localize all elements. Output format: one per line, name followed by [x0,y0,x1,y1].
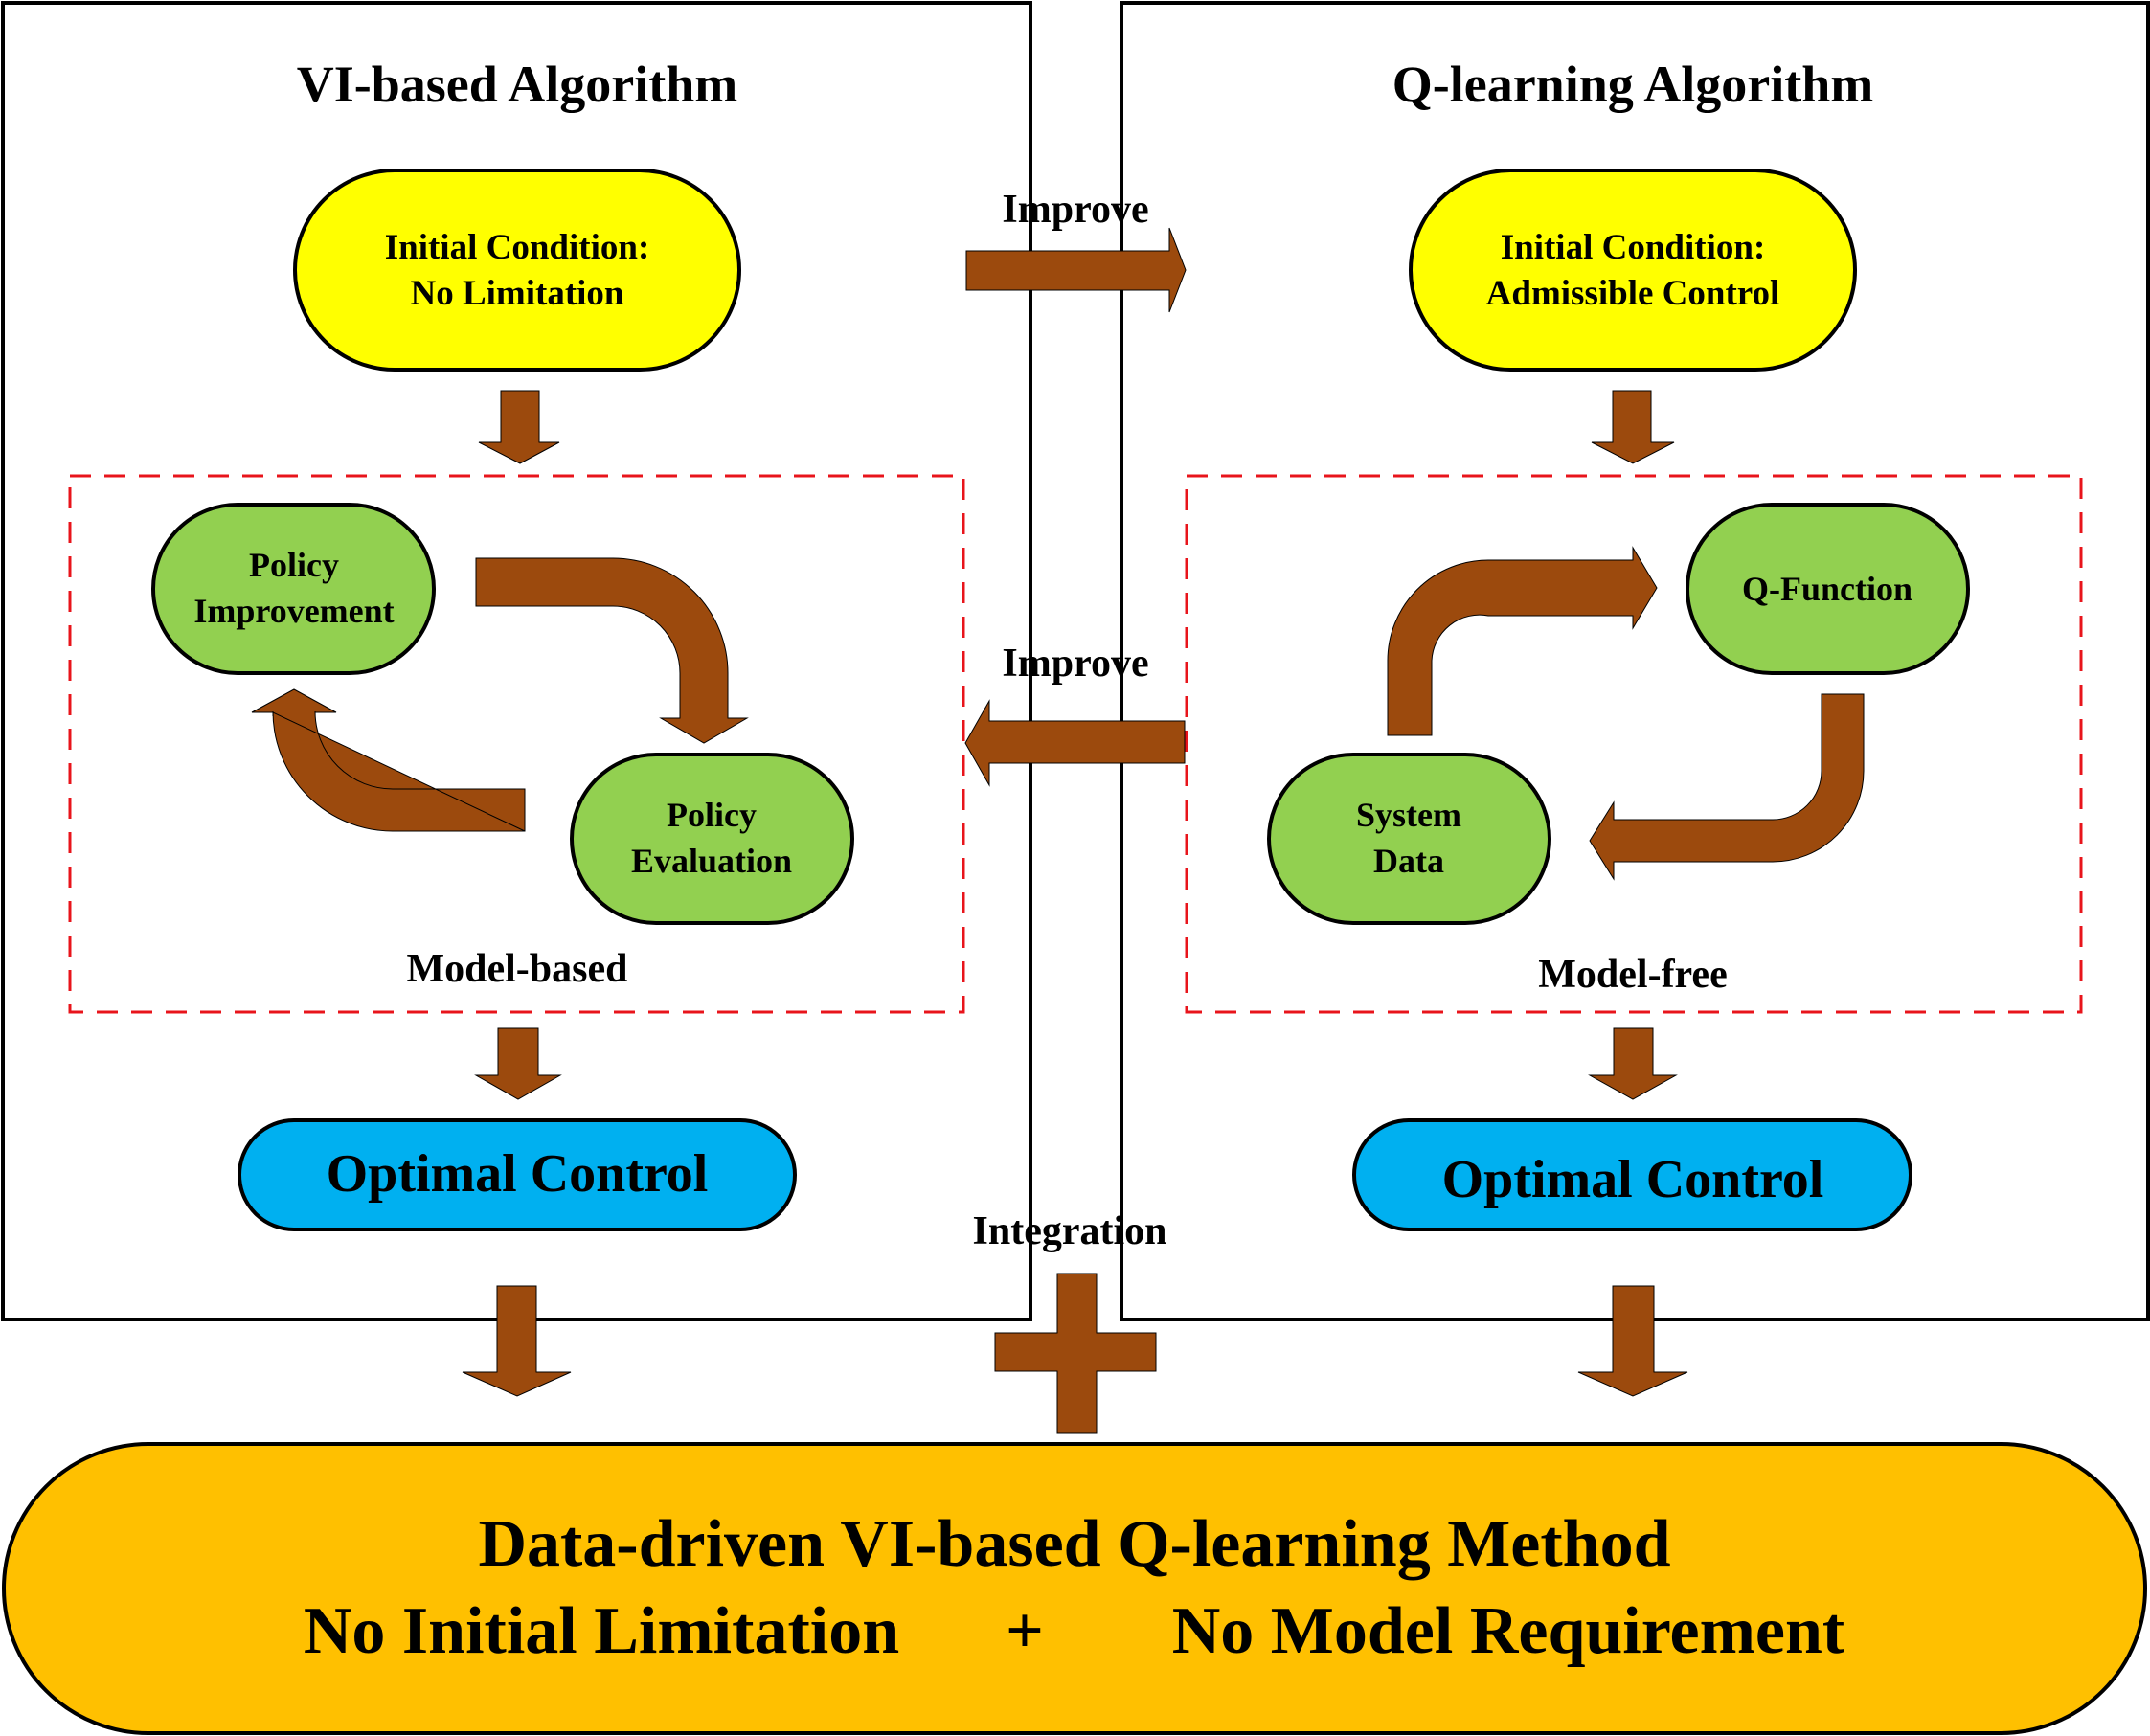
integration-plus-sign [994,1273,1157,1434]
right-optimal-control [1352,1118,1912,1231]
improvement-to-evaluation-arrow [475,557,749,744]
bottom-right-benefit: No Model Requirement [1172,1594,1845,1668]
bottom-plus: + [1006,1594,1044,1668]
system-data-node [1267,753,1551,925]
integration-label: Integration [973,1209,1167,1253]
model-based-region [68,474,965,1014]
left-initial-condition-line2: No Limitation [410,274,623,313]
right-down-arrow-2 [1588,1027,1678,1100]
left-optimal-control-label: Optimal Control [327,1144,709,1204]
evaluation-to-improvement-arrow [251,688,526,832]
left-down-arrow-1 [478,390,560,464]
model-free-label: Model-free [1538,953,1727,997]
bottom-method-box [2,1442,2147,1735]
left-initial-condition-line1: Initial Condition: [385,228,650,267]
q-function-to-system-data-arrow [1589,693,1865,881]
left-optimal-control [238,1118,797,1231]
policy-evaluation-line2: Evaluation [631,842,792,880]
model-based-label: Model-based [407,947,628,991]
improve-left-arrow [964,699,1186,787]
left-down-arrow-2 [474,1027,562,1100]
q-function-node [1686,503,1970,675]
policy-improvement-line2: Improvement [193,592,394,630]
policy-evaluation-node [570,753,854,925]
left-initial-condition [293,169,741,372]
right-down-arrow-1 [1591,390,1675,464]
left-panel-title: VI-based Algorithm [297,56,738,113]
right-optimal-control-label: Optimal Control [1442,1150,1824,1209]
right-initial-condition-line1: Initial Condition: [1501,228,1766,267]
right-panel-title: Q-learning Algorithm [1392,56,1873,113]
bottom-left-benefit: No Initial Limitation [304,1594,899,1668]
improve-top-label: Improve [1002,188,1148,232]
right-down-arrow-3 [1577,1285,1688,1397]
bottom-method-title: Data-driven VI-based Q-learning Method [478,1507,1670,1581]
q-function-label: Q-Function [1742,570,1912,608]
system-data-line2: Data [1373,842,1444,880]
left-down-arrow-3 [462,1285,572,1397]
improve-middle-label: Improve [1002,642,1148,686]
system-data-to-q-function-arrow [1387,546,1658,736]
right-initial-condition-line2: Admissible Control [1486,274,1780,313]
improve-right-arrow [965,227,1187,313]
system-data-line1: System [1356,796,1461,834]
policy-improvement-line1: Policy [249,546,339,584]
model-free-region [1185,474,2083,1014]
right-initial-condition [1409,169,1857,372]
policy-evaluation-line1: Policy [667,796,757,834]
policy-improvement-node [151,503,436,675]
